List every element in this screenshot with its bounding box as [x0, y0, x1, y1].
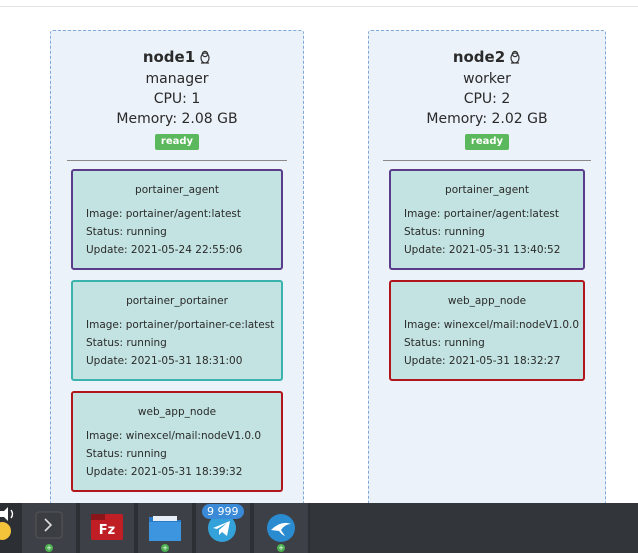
terminal-taskbar-item[interactable]: +	[22, 503, 76, 553]
task-update: Update: 2021-05-31 18:32:27	[404, 355, 561, 367]
node-name-row: node1	[51, 47, 303, 69]
task-name: portainer_agent	[135, 184, 219, 196]
task-image: Image: portainer/agent:latest	[86, 208, 241, 220]
volume-tray-item[interactable]	[0, 503, 20, 553]
svg-text:Fz: Fz	[99, 523, 115, 538]
linux-icon	[199, 49, 211, 69]
telegram-taskbar-item[interactable]: 9 999	[196, 503, 250, 553]
task-status: Status: running	[86, 337, 167, 349]
running-indicator: +	[277, 544, 285, 552]
node-role: worker	[463, 71, 511, 87]
task-status: Status: running	[86, 226, 167, 238]
divider	[67, 160, 287, 161]
taskbar-empty-area	[310, 503, 638, 553]
task-card[interactable]: web_app_node Image: winexcel/mail:nodeV1…	[389, 280, 585, 381]
top-border	[0, 0, 638, 7]
node-memory: Memory: 2.08 GB	[116, 111, 238, 127]
node-name: node1	[142, 48, 196, 66]
task-name: portainer_portainer	[126, 295, 228, 307]
app-icon	[266, 513, 296, 547]
divider	[383, 160, 591, 161]
task-card[interactable]: portainer_agent Image: portainer/agent:l…	[71, 169, 283, 270]
node-name-row: node2	[369, 47, 605, 69]
task-image: Image: portainer/portainer-ce:latest	[86, 319, 275, 331]
volume-icon	[0, 505, 20, 545]
task-update: Update: 2021-05-31 13:40:52	[404, 244, 561, 256]
node-role: manager	[145, 71, 209, 87]
task-name: portainer_agent	[445, 184, 529, 196]
status-badge: ready	[154, 134, 200, 150]
node-cpu: CPU: 1	[153, 91, 201, 107]
node-name: node2	[452, 48, 506, 66]
linux-icon	[509, 49, 521, 69]
task-card[interactable]: portainer_portainer Image: portainer/por…	[71, 280, 283, 381]
task-card[interactable]: portainer_agent Image: portainer/agent:l…	[389, 169, 585, 270]
running-indicator: +	[161, 544, 169, 552]
task-update: Update: 2021-05-24 22:55:06	[86, 244, 243, 256]
task-image: Image: winexcel/mail:nodeV1.0.0	[86, 430, 262, 442]
files-taskbar-item[interactable]: +	[138, 503, 192, 553]
node-memory: Memory: 2.02 GB	[426, 111, 548, 127]
task-update: Update: 2021-05-31 18:31:00	[86, 355, 243, 367]
taskbar: + Fz + 9 999 +	[0, 503, 638, 553]
task-card[interactable]: web_app_node Image: winexcel/mail:nodeV1…	[71, 391, 283, 492]
terminal-icon	[35, 511, 63, 543]
task-update: Update: 2021-05-31 18:39:32	[86, 466, 243, 478]
node-cpu: CPU: 2	[463, 91, 511, 107]
task-image: Image: portainer/agent:latest	[404, 208, 559, 220]
folder-icon	[149, 513, 181, 545]
filezilla-taskbar-item[interactable]: Fz	[80, 503, 134, 553]
running-indicator: +	[45, 544, 53, 552]
telegram-icon	[207, 513, 237, 547]
task-name: web_app_node	[447, 295, 527, 307]
app-taskbar-item[interactable]: +	[254, 503, 308, 553]
notification-badge: 9 999	[202, 504, 244, 519]
filezilla-icon: Fz	[91, 512, 123, 546]
task-status: Status: running	[404, 337, 485, 349]
task-status: Status: running	[404, 226, 485, 238]
status-badge: ready	[464, 134, 510, 150]
task-status: Status: running	[86, 448, 167, 460]
task-name: web_app_node	[137, 406, 217, 418]
task-image: Image: winexcel/mail:nodeV1.0.0	[404, 319, 580, 331]
